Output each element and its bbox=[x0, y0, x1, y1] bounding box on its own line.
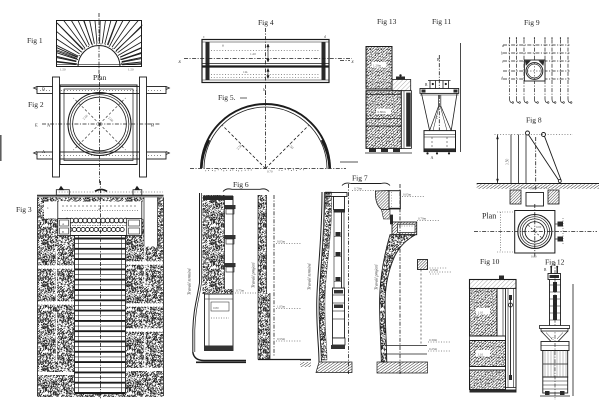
svg-text:0.35m: 0.35m bbox=[430, 268, 439, 272]
svg-text:d: d bbox=[501, 77, 503, 81]
svg-text:Fig 13: Fig 13 bbox=[377, 17, 397, 26]
svg-text:0.25m: 0.25m bbox=[429, 347, 438, 351]
svg-text:3.50: 3.50 bbox=[506, 159, 510, 165]
svg-text:Fig 2: Fig 2 bbox=[28, 100, 44, 109]
svg-text:B: B bbox=[42, 87, 45, 92]
svg-text:0.80m: 0.80m bbox=[378, 110, 387, 114]
svg-text:Fig 5.: Fig 5. bbox=[218, 93, 236, 102]
svg-text:x: x bbox=[178, 59, 182, 65]
svg-text:2.50: 2.50 bbox=[236, 143, 243, 150]
svg-text:0.75m: 0.75m bbox=[236, 289, 245, 293]
svg-text:Fig 3: Fig 3 bbox=[16, 205, 32, 214]
svg-text:Fig 8: Fig 8 bbox=[526, 116, 542, 125]
svg-text:C: C bbox=[552, 337, 555, 341]
svg-text:2.50: 2.50 bbox=[287, 143, 294, 150]
svg-text:c: c bbox=[203, 35, 205, 39]
svg-text:B: B bbox=[544, 268, 547, 272]
svg-text:a: a bbox=[502, 44, 504, 48]
svg-text:1.05m: 1.05m bbox=[277, 304, 286, 308]
svg-text:Fig 4: Fig 4 bbox=[258, 18, 274, 27]
svg-text:1.10: 1.10 bbox=[478, 353, 484, 357]
svg-text:0.60: 0.60 bbox=[536, 225, 542, 229]
svg-text:Fig 11: Fig 11 bbox=[432, 17, 451, 26]
svg-text:x: x bbox=[351, 60, 355, 65]
svg-text:E: E bbox=[35, 123, 38, 128]
svg-text:b: b bbox=[501, 52, 503, 56]
svg-text:0.05m: 0.05m bbox=[277, 239, 286, 243]
svg-text:Travail projeté: Travail projeté bbox=[374, 263, 379, 290]
svg-text:Fig 6: Fig 6 bbox=[233, 180, 249, 189]
svg-text:Travail terminé: Travail terminé bbox=[307, 262, 312, 290]
svg-text:1.20: 1.20 bbox=[250, 52, 256, 56]
svg-text:1.00: 1.00 bbox=[530, 187, 536, 191]
svg-text:d: d bbox=[324, 35, 326, 39]
svg-text:A: A bbox=[47, 123, 51, 128]
svg-text:A: A bbox=[42, 149, 46, 154]
svg-text:0.70: 0.70 bbox=[267, 170, 273, 174]
svg-text:0.60: 0.60 bbox=[531, 255, 537, 259]
svg-text:1.50: 1.50 bbox=[128, 68, 134, 72]
svg-text:C: C bbox=[436, 115, 439, 120]
svg-text:Fig 10: Fig 10 bbox=[480, 257, 500, 266]
svg-text:1.10: 1.10 bbox=[478, 311, 484, 315]
svg-text:Fig 1: Fig 1 bbox=[27, 36, 43, 45]
svg-text:b: b bbox=[263, 87, 265, 92]
svg-text:Plan: Plan bbox=[482, 212, 496, 221]
svg-text:B: B bbox=[437, 57, 440, 62]
svg-text:A: A bbox=[98, 207, 101, 211]
svg-text:B: B bbox=[151, 123, 154, 128]
svg-text:0.05m: 0.05m bbox=[403, 192, 412, 196]
svg-text:Fig 9: Fig 9 bbox=[524, 18, 540, 27]
svg-text:1.20m: 1.20m bbox=[373, 64, 382, 68]
svg-text:A: A bbox=[62, 222, 65, 226]
svg-text:B: B bbox=[425, 83, 428, 87]
svg-text:0.70m: 0.70m bbox=[418, 216, 427, 220]
svg-text:A: A bbox=[431, 155, 434, 160]
svg-text:0.80: 0.80 bbox=[213, 306, 219, 310]
svg-text:0.30m: 0.30m bbox=[429, 338, 438, 342]
svg-text:c: c bbox=[502, 60, 504, 64]
svg-text:0.55m: 0.55m bbox=[277, 337, 286, 341]
svg-text:0.70m: 0.70m bbox=[354, 186, 363, 190]
svg-text:Travail projeté: Travail projeté bbox=[251, 261, 256, 288]
svg-text:Fig 7: Fig 7 bbox=[352, 174, 368, 183]
svg-text:1.50: 1.50 bbox=[60, 68, 66, 72]
svg-text:1m: 1m bbox=[243, 70, 248, 74]
svg-text:B: B bbox=[62, 230, 64, 234]
svg-text:a: a bbox=[222, 44, 224, 48]
svg-text:1: 1 bbox=[47, 206, 49, 210]
svg-text:2.60: 2.60 bbox=[107, 116, 114, 123]
svg-text:Travail terminé: Travail terminé bbox=[187, 267, 192, 295]
svg-text:2.60: 2.60 bbox=[82, 114, 89, 121]
